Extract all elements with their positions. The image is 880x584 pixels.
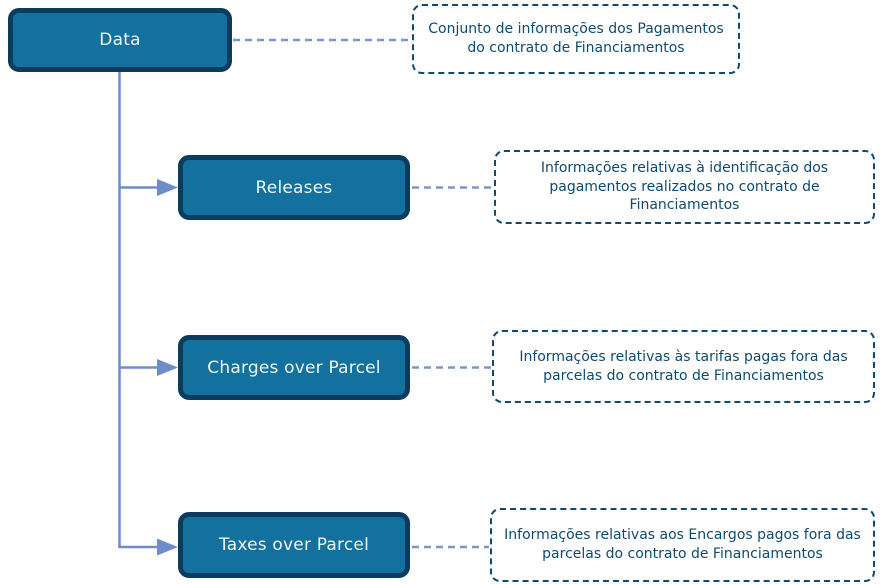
annotation-data-text: Conjunto de informações dos Pagamentos d… bbox=[428, 21, 724, 56]
annotation-releases-text: Informações relativas à identificação do… bbox=[540, 160, 829, 214]
node-releases-label: Releases bbox=[255, 177, 333, 198]
arrowhead-icon bbox=[157, 179, 178, 196]
annotation-taxes-over-parcel-text: Informações relativas aos Encargos pagos… bbox=[504, 527, 861, 562]
node-releases: Releases bbox=[178, 155, 410, 220]
node-data-label: Data bbox=[99, 30, 141, 50]
annotation-charges-over-parcel-text: Informações relativas às tarifas pagas f… bbox=[519, 348, 848, 384]
annotation-releases: Informações relativas à identificação do… bbox=[494, 150, 875, 224]
annotation-taxes-over-parcel: Informações relativas aos Encargos pagos… bbox=[490, 508, 875, 582]
node-charges-over-parcel: Charges over Parcel bbox=[178, 335, 410, 400]
arrowhead-icon bbox=[157, 538, 178, 556]
node-taxes-over-parcel-label: Taxes over Parcel bbox=[218, 535, 369, 555]
annotation-data: Conjunto de informações dos Pagamentos d… bbox=[412, 4, 740, 74]
tree-trunk-line bbox=[118, 72, 159, 549]
node-data: Data bbox=[8, 8, 232, 72]
node-taxes-over-parcel: Taxes over Parcel bbox=[178, 512, 410, 578]
node-charges-over-parcel-label: Charges over Parcel bbox=[207, 357, 381, 378]
arrowhead-icon bbox=[157, 359, 178, 376]
annotation-charges-over-parcel: Informações relativas às tarifas pagas f… bbox=[492, 330, 875, 403]
